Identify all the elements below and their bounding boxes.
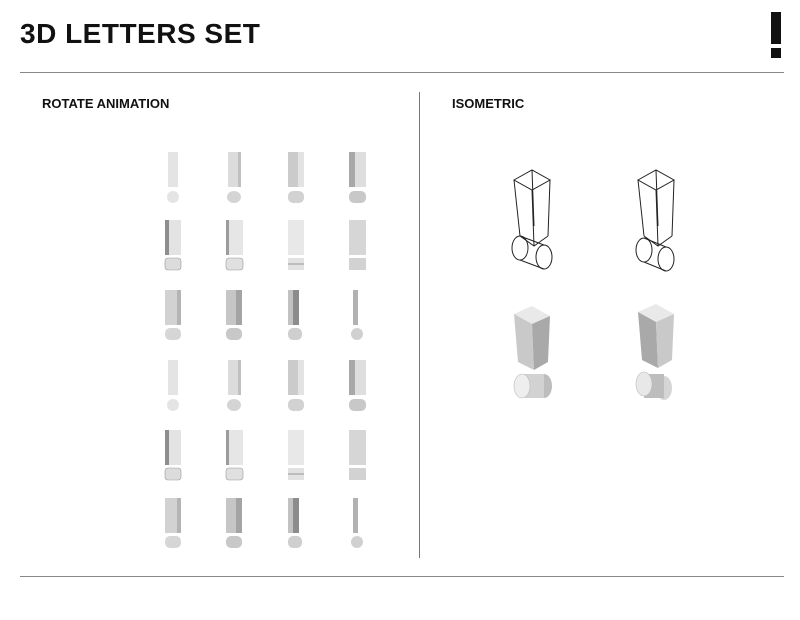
rotate-frame [226, 498, 242, 548]
rotate-frame [165, 290, 181, 340]
top-divider [20, 72, 784, 73]
isometric-shaded [635, 304, 674, 400]
rotate-frame [288, 360, 304, 411]
rotate-frame [165, 498, 181, 548]
isometric-wireframe [635, 169, 676, 272]
section-rotate-label: ROTATE ANIMATION [42, 96, 170, 111]
exclamation-icon [771, 12, 781, 58]
isometric-wireframe [511, 169, 553, 270]
rotate-frame [349, 220, 366, 270]
rotate-frame [349, 430, 366, 480]
rotate-frame [227, 152, 241, 203]
rotate-frame [225, 220, 244, 271]
section-isometric-label: ISOMETRIC [452, 96, 525, 111]
rotate-frame [349, 152, 366, 203]
rotate-frame [288, 430, 304, 480]
rotate-frame [226, 290, 242, 340]
rotate-frame [167, 152, 179, 203]
rotate-frame [225, 430, 244, 481]
page-title: 3D LETTERS SET [20, 18, 261, 49]
rotate-frame [288, 290, 302, 340]
vertical-divider [419, 92, 420, 558]
rotate-frame [164, 430, 182, 481]
rotate-frame [164, 220, 182, 271]
rotate-frame [167, 360, 179, 411]
rotate-frame [351, 290, 363, 340]
rotate-frame [227, 360, 241, 411]
rotate-frame [288, 220, 304, 270]
rotate-frame [288, 498, 302, 548]
rotate-frame [288, 152, 304, 203]
bottom-divider [20, 576, 784, 577]
rotate-frame [351, 498, 363, 548]
rotate-frame [349, 360, 366, 411]
isometric-shaded [513, 306, 552, 399]
